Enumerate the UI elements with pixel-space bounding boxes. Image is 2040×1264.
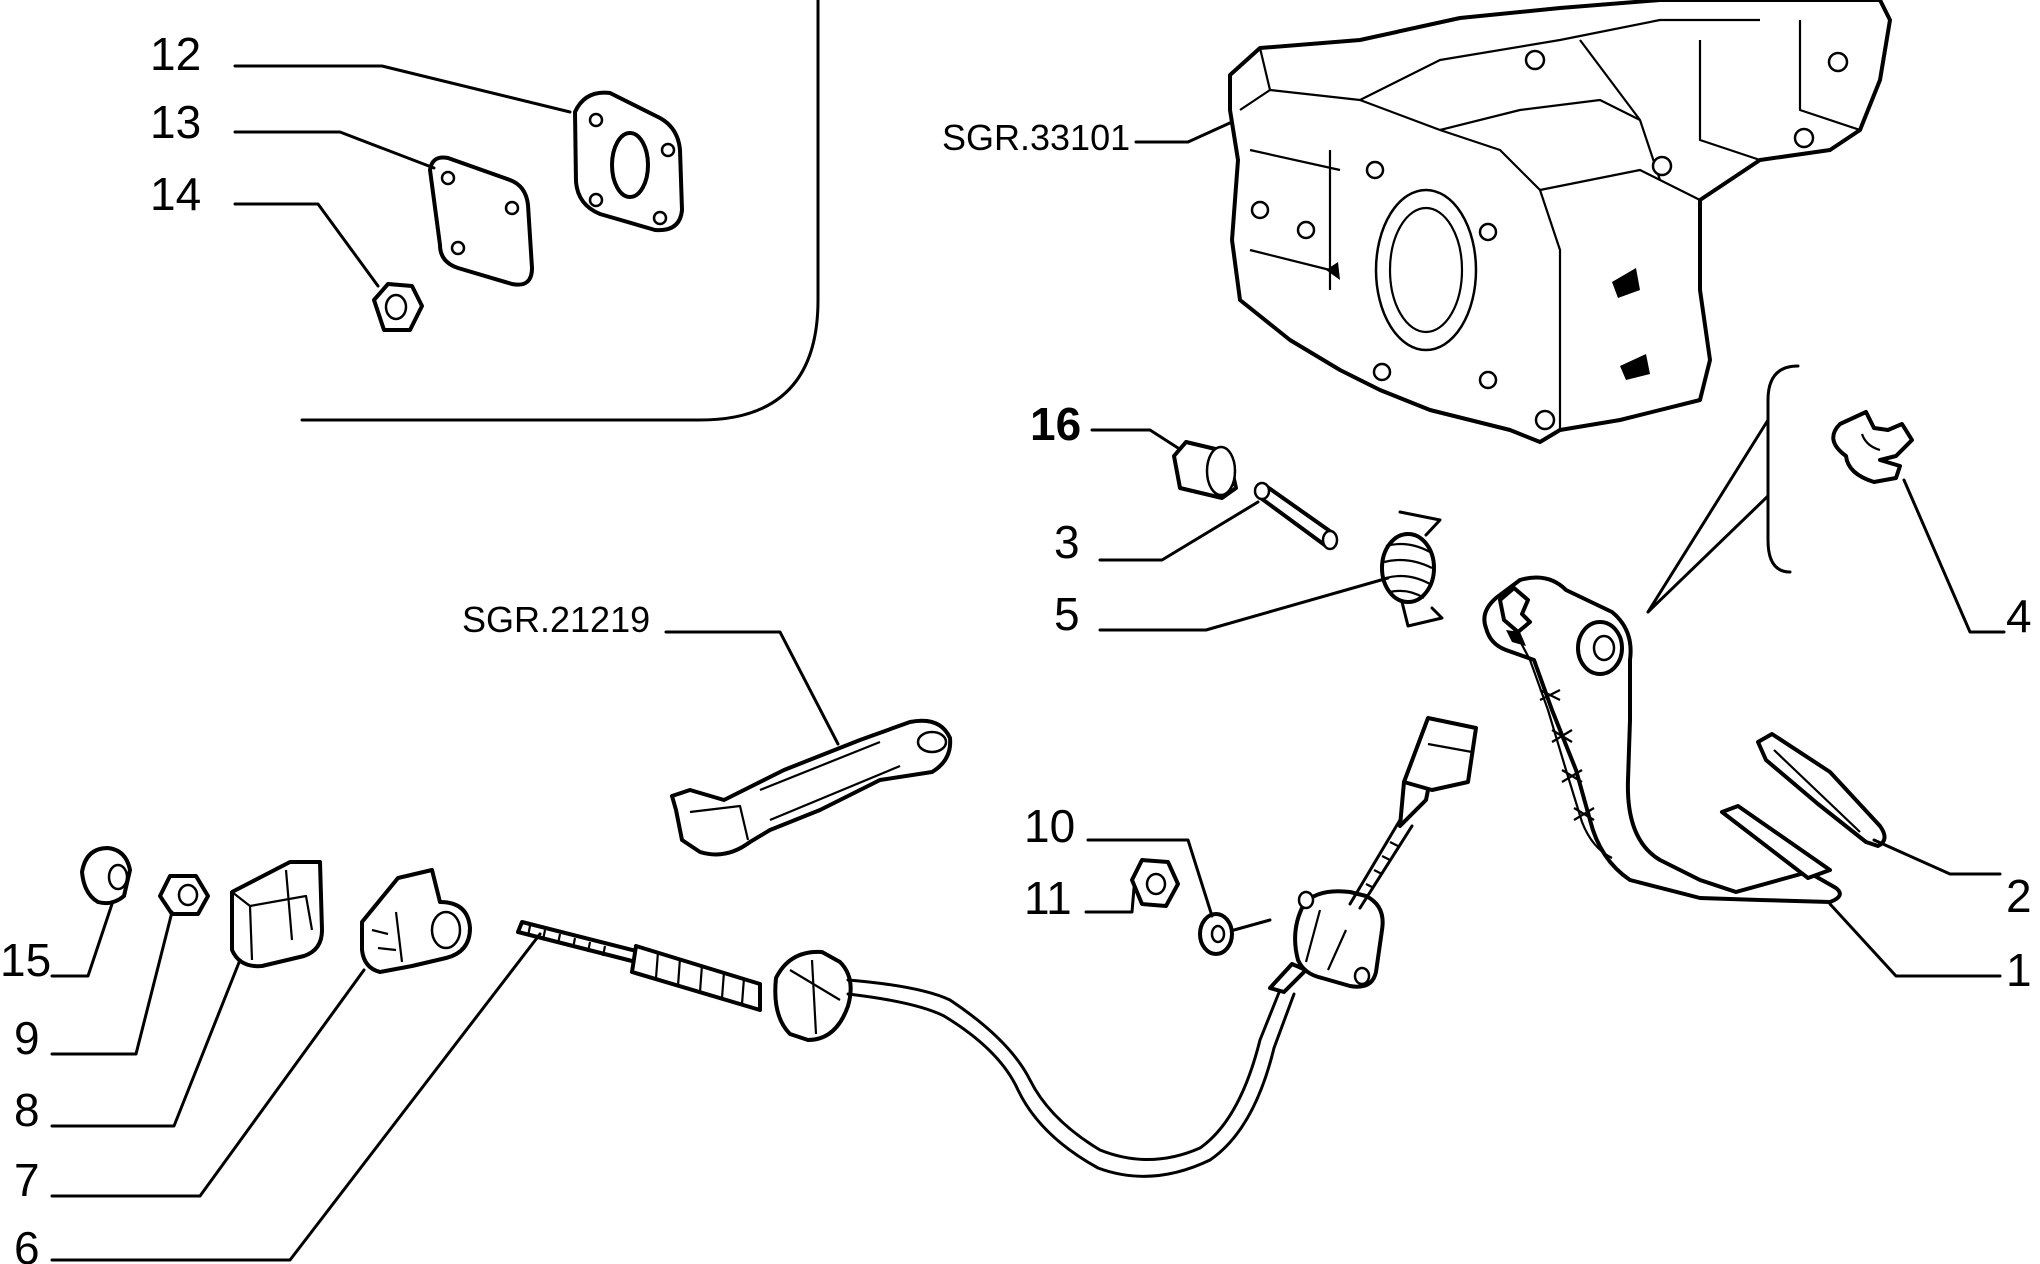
reference-sgr-21219: SGR.21219 [462, 599, 650, 640]
inset-frame [300, 0, 820, 422]
part-7-grommet [360, 868, 472, 974]
release-lever [670, 718, 953, 857]
callout-9: 9 [14, 1012, 40, 1064]
part-1-pedal-arm [1482, 575, 1842, 904]
callout-1: 1 [2006, 944, 2032, 996]
part-12-flange-plate [573, 90, 684, 233]
callout-8: 8 [14, 1084, 40, 1136]
callout-6: 6 [14, 1222, 40, 1264]
leader-lines [50, 64, 2006, 1262]
part-13-gasket [428, 155, 534, 287]
part-15-cap-nut [80, 846, 132, 906]
pedal-bracket-frame [1228, 0, 1892, 444]
part-14-nut [372, 282, 424, 332]
part-3-pin [1253, 481, 1339, 551]
part-2-pedal-pad [1756, 732, 1887, 848]
callout-16: 16 [1030, 398, 1081, 450]
callout-15: 15 [0, 934, 51, 986]
part-6-clutch-cable [516, 716, 1478, 1178]
part-16-bush [1172, 440, 1238, 500]
callout-14: 14 [150, 168, 201, 220]
callout-10: 10 [1024, 800, 1075, 852]
part-5-spring [1380, 510, 1444, 628]
callout-12: 12 [150, 28, 201, 80]
callout-7: 7 [14, 1154, 40, 1206]
callout-13: 13 [150, 96, 201, 148]
part-8-bracket [230, 860, 324, 969]
reference-sgr-33101: SGR.33101 [942, 117, 1130, 158]
callout-11: 11 [1024, 872, 1072, 924]
part-4-clip [1831, 410, 1914, 484]
callout-3: 3 [1054, 516, 1080, 568]
bracket-4-side [1766, 364, 1800, 574]
callout-2: 2 [2006, 870, 2032, 922]
part-10-washer [1198, 912, 1272, 956]
callout-5: 5 [1054, 588, 1080, 640]
part-11-nut [1130, 858, 1180, 908]
callout-4: 4 [2006, 590, 2032, 642]
part-9-nut [158, 874, 210, 916]
